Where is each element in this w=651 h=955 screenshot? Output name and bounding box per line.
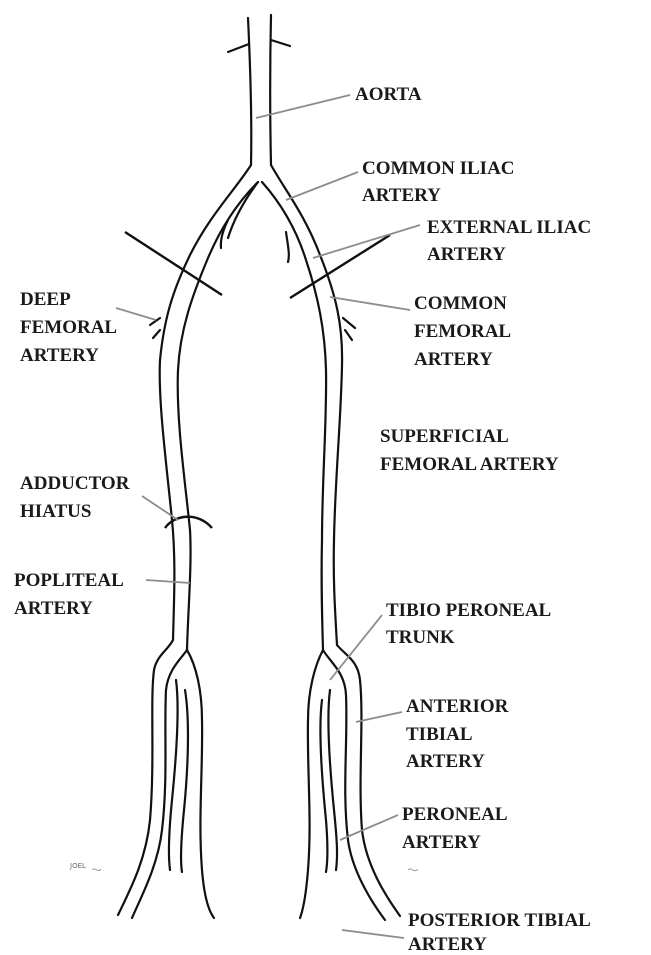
popliteal-leader xyxy=(146,580,190,583)
aorta-label: AORTA xyxy=(355,84,422,105)
tibio-peroneal-label-line2: TRUNK xyxy=(386,627,455,648)
common-iliac-leader xyxy=(286,172,358,200)
posterior-tibial-leader xyxy=(342,930,404,938)
adductor-hiatus-label-line2: HIATUS xyxy=(20,501,91,522)
leader-lines xyxy=(116,95,420,938)
common-femoral-label-line1: COMMON xyxy=(414,293,507,314)
artist-signature: JOEL xyxy=(69,862,86,870)
signature-scribble xyxy=(92,869,418,871)
posterior-tibial-label-line2: ARTERY xyxy=(408,934,487,955)
anterior-tibial-label-line2: TIBIAL xyxy=(406,724,473,745)
left-iliac-femoral-vessel xyxy=(150,165,258,650)
deep-femoral-label-line2: FEMORAL xyxy=(20,317,117,338)
peroneal-leader xyxy=(340,815,398,840)
peroneal-label-line2: ARTERY xyxy=(402,832,481,853)
external-iliac-label-line1: EXTERNAL ILIAC xyxy=(427,217,591,238)
anterior-tibial-label-line3: ARTERY xyxy=(406,751,485,772)
common-iliac-label-line1: COMMON ILIAC xyxy=(362,158,515,179)
anterior-tibial-label-line1: ANTERIOR xyxy=(406,696,509,717)
inguinal-ligament-left xyxy=(125,232,222,295)
superficial-femoral-label-line1: SUPERFICIAL xyxy=(380,426,509,447)
common-femoral-label-line2: FEMORAL xyxy=(414,321,511,342)
right-iliac-femoral-vessel xyxy=(262,165,355,650)
superficial-femoral-label-line2: FEMORAL ARTERY xyxy=(380,454,559,475)
external-iliac-label-line2: ARTERY xyxy=(427,244,506,265)
deep-femoral-label-line1: DEEP xyxy=(20,289,71,310)
external-iliac-leader xyxy=(313,225,420,258)
inguinal-ligament-right xyxy=(290,235,390,298)
anterior-tibial-leader xyxy=(356,712,402,722)
common-femoral-leader xyxy=(330,297,410,310)
aorta-vessel xyxy=(228,15,290,165)
common-iliac-label-line2: ARTERY xyxy=(362,185,441,206)
deep-femoral-label-line3: ARTERY xyxy=(20,345,99,366)
adductor-hiatus-leader xyxy=(142,496,178,520)
deep-femoral-leader xyxy=(116,308,156,320)
adductor-hiatus-label-line1: ADDUCTOR xyxy=(20,473,130,494)
tibio-peroneal-label-line1: TIBIO PERONEAL xyxy=(386,600,551,621)
posterior-tibial-label-line1: POSTERIOR TIBIAL xyxy=(408,910,591,931)
common-femoral-label-line3: ARTERY xyxy=(414,349,493,370)
popliteal-label-line1: POPLITEAL xyxy=(14,570,124,591)
popliteal-label-line2: ARTERY xyxy=(14,598,93,619)
peroneal-label-line1: PERONEAL xyxy=(402,804,508,825)
right-lower-leg-vessels xyxy=(300,645,400,920)
left-lower-leg-vessels xyxy=(118,640,214,918)
